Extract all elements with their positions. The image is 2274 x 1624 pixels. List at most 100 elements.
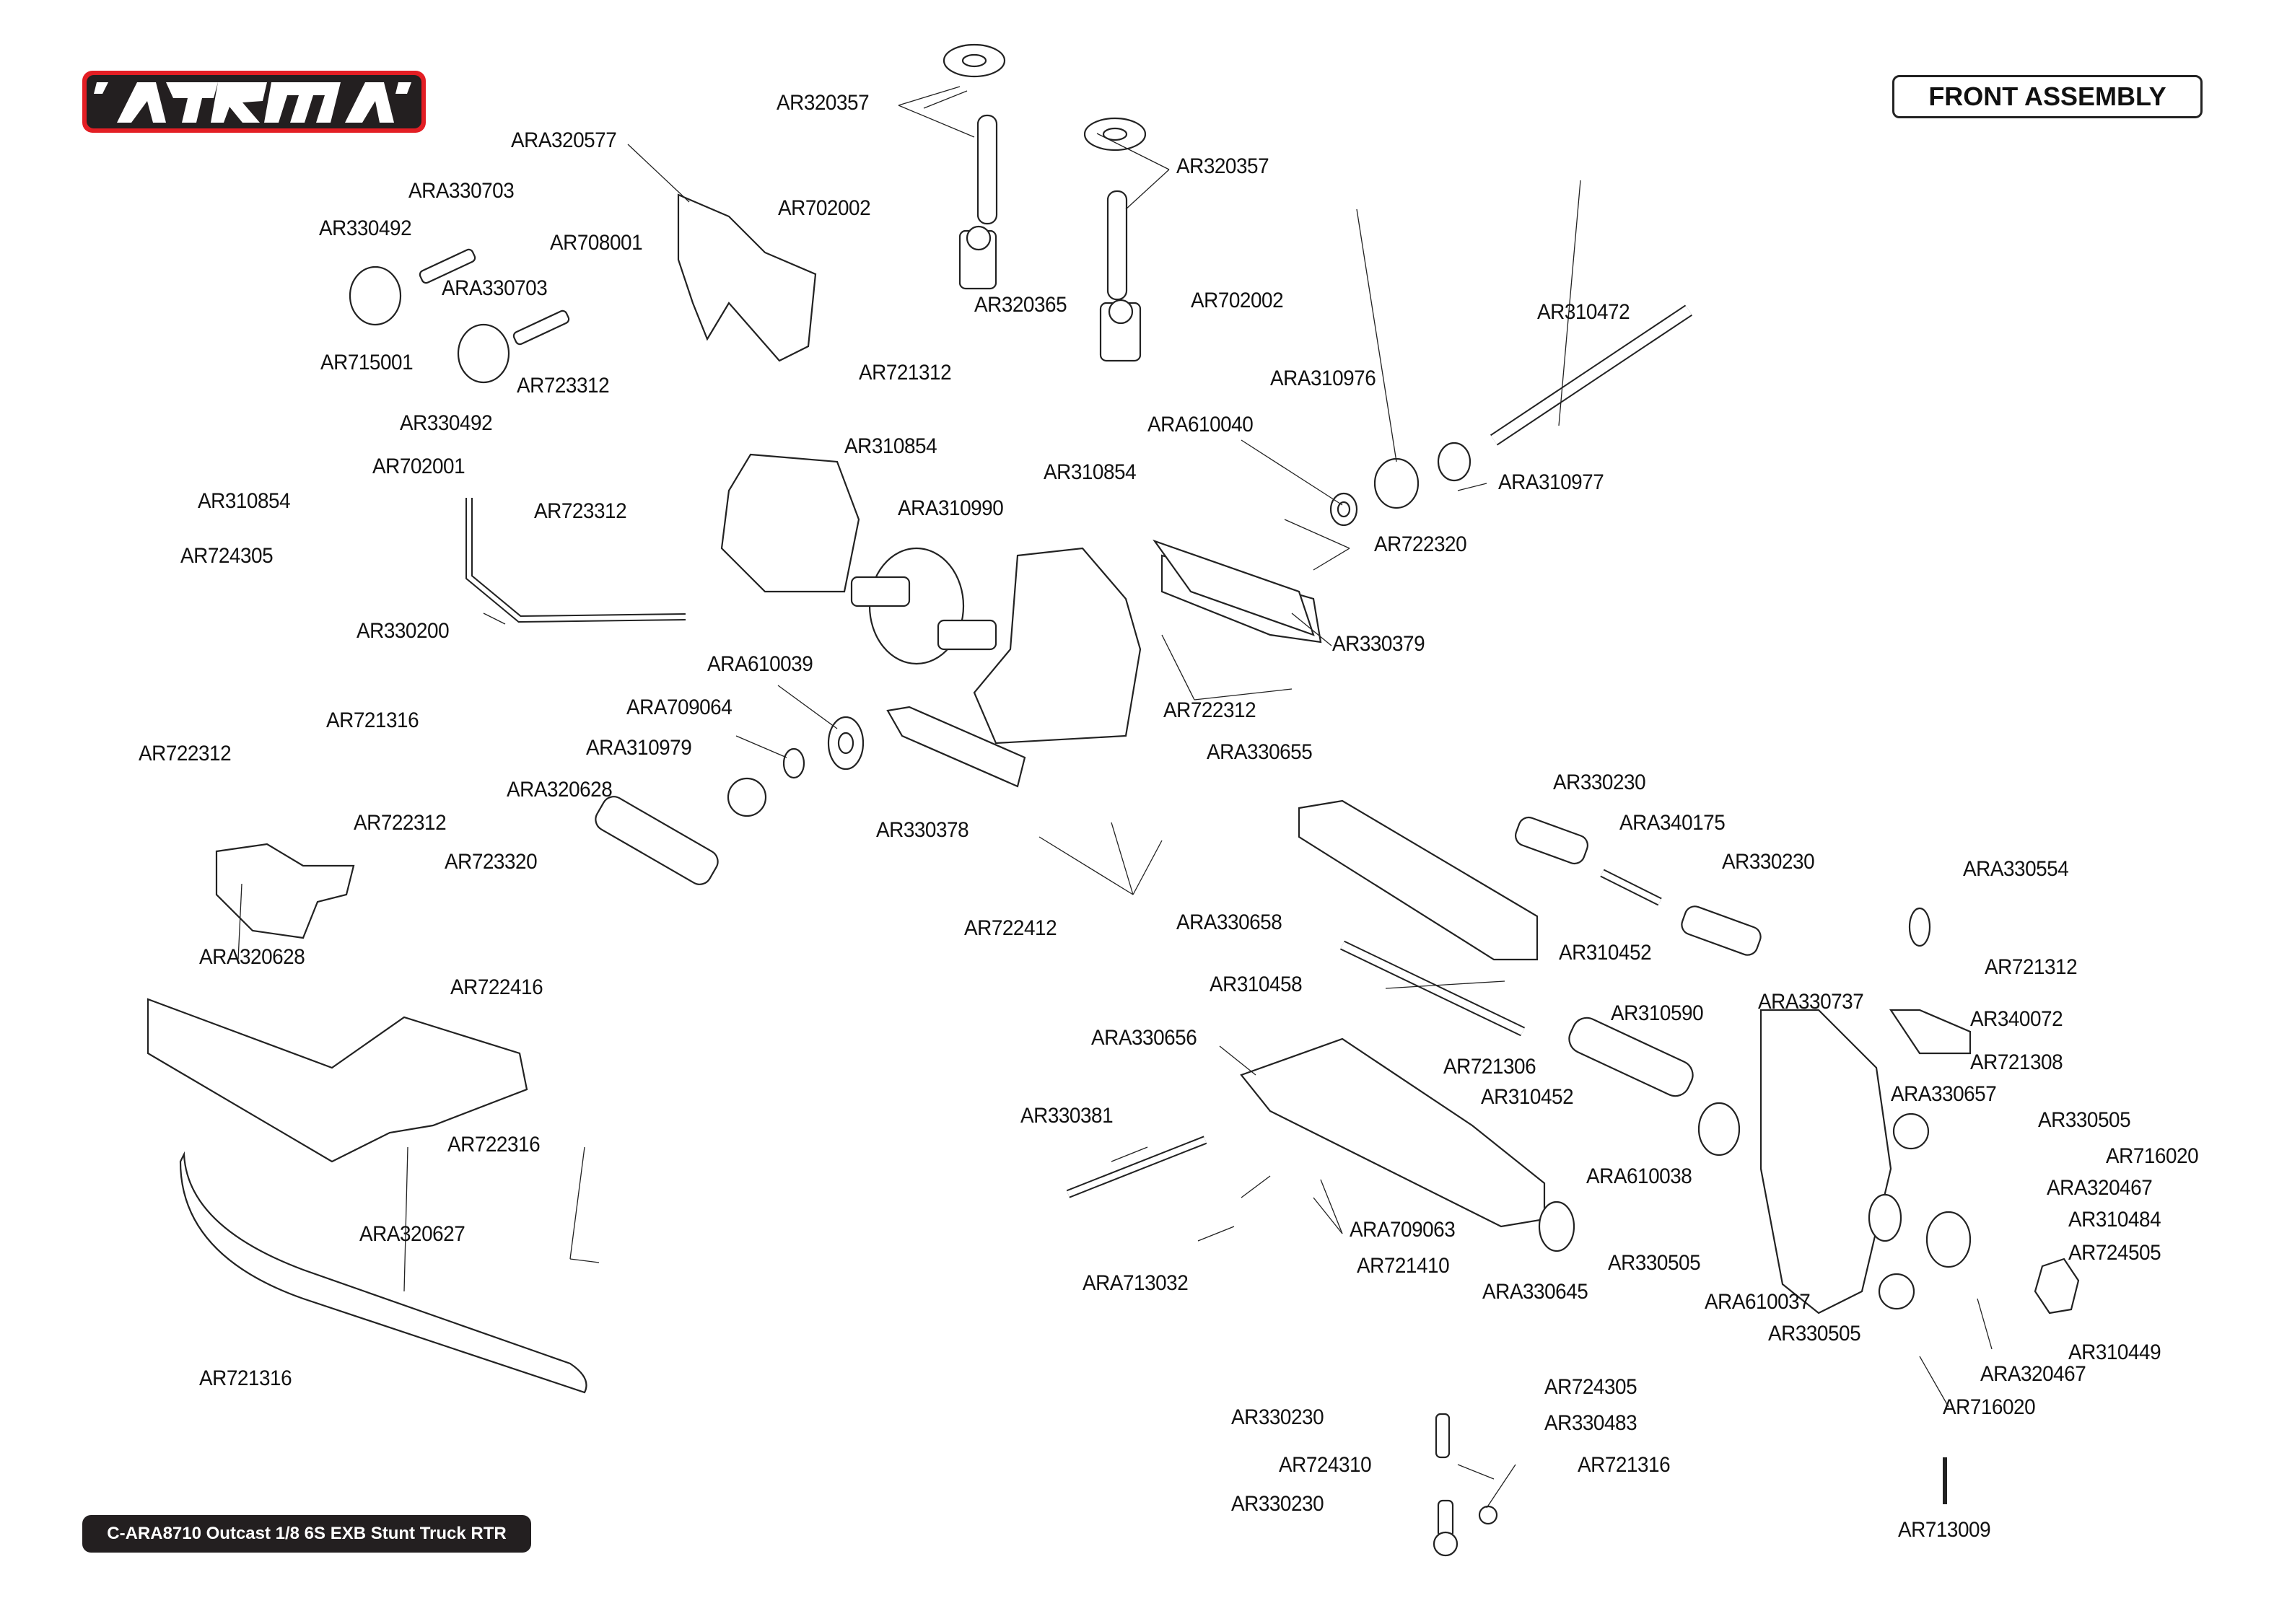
part-label: AR330381 [1020, 1104, 1114, 1128]
part-label: AR330492 [319, 216, 412, 240]
part-label: AR721312 [859, 361, 952, 385]
part-label: AR722312 [354, 811, 447, 835]
bearing-4 [1538, 1201, 1575, 1252]
part-label: AR330378 [876, 818, 969, 842]
part-label: AR702002 [778, 196, 871, 220]
part-label: ARA610037 [1705, 1290, 1811, 1314]
part-label: AR724310 [1279, 1453, 1372, 1477]
part-label: ARA310976 [1270, 367, 1376, 390]
part-label: ARA330737 [1758, 990, 1864, 1014]
part-label: AR330230 [1231, 1405, 1324, 1429]
part-label: AR723312 [534, 499, 627, 523]
ball-stud-3 [1908, 907, 1931, 947]
part-label: AR330505 [1608, 1251, 1701, 1275]
outdrive-cup [1373, 457, 1420, 509]
part-label: ARA330655 [1207, 740, 1313, 764]
ball-1 [1892, 1112, 1930, 1150]
part-label: AR724505 [2068, 1241, 2161, 1265]
part-label: AR330200 [357, 619, 450, 643]
body-mount-clip-2 [1083, 117, 1147, 152]
bulkhead [973, 547, 1142, 745]
part-label: AR330379 [1332, 632, 1425, 656]
part-label: AR310854 [1044, 460, 1137, 484]
front-driveshaft [1339, 940, 1526, 1037]
part-label: AR721410 [1357, 1254, 1450, 1278]
steering-knuckle [1759, 1009, 1892, 1314]
part-label: AR330483 [1544, 1411, 1637, 1435]
part-label: ARA610038 [1586, 1164, 1692, 1188]
part-label: AR330505 [1768, 1322, 1861, 1346]
mount-block-2 [457, 323, 510, 384]
arrma-logo [82, 71, 426, 133]
part-label: AR716020 [2106, 1144, 2199, 1168]
part-label: ARA330645 [1482, 1280, 1588, 1304]
servo-horn-block [595, 796, 719, 885]
part-label: AR310452 [1559, 941, 1652, 965]
bearing-2 [827, 716, 865, 771]
post-mount-1 [958, 225, 997, 290]
steering-arm [1889, 1009, 1972, 1055]
body-mount-clip-1 [943, 43, 1006, 78]
hinge-pin [1066, 1136, 1207, 1198]
center-driveshaft [1490, 304, 1692, 446]
part-label: AR310854 [198, 489, 291, 513]
part-label: AR340072 [1970, 1007, 2063, 1031]
part-label: AR723320 [445, 850, 538, 874]
part-label: AR722312 [139, 742, 232, 765]
part-label: AR721308 [1970, 1050, 2063, 1074]
part-label: AR721316 [326, 708, 419, 732]
part-label: ARA713032 [1083, 1271, 1189, 1295]
hex-nut [2034, 1257, 2080, 1314]
sway-bar [465, 498, 686, 623]
part-label: AR724305 [1544, 1375, 1637, 1399]
lower-arm [1240, 1037, 1546, 1228]
part-label: AR320357 [1176, 154, 1269, 178]
turnbuckle [1600, 869, 1662, 906]
part-label: ARA320628 [507, 778, 613, 802]
hinge-brace [1153, 539, 1315, 636]
hex-hub [1925, 1211, 1972, 1268]
part-label: ARA320467 [2047, 1176, 2153, 1200]
part-label: ARA320577 [511, 128, 617, 152]
axle [1568, 1017, 1694, 1097]
part-label: ARA330656 [1091, 1026, 1197, 1050]
bearing-5 [1868, 1193, 1902, 1242]
shock-tower [677, 193, 817, 362]
part-label: ARA330658 [1176, 910, 1282, 934]
rod-end-3 [1435, 1413, 1451, 1459]
part-label: AR320357 [777, 91, 870, 115]
outdrive [1437, 442, 1471, 482]
body-post-1 [976, 114, 998, 225]
part-label: ARA320627 [359, 1222, 465, 1246]
diff-cover [720, 453, 860, 593]
part-label: AR702001 [372, 455, 465, 478]
part-label: ARA310979 [586, 736, 692, 760]
part-label: AR721316 [199, 1366, 292, 1390]
part-label: AR310452 [1481, 1085, 1574, 1109]
hinge-pin-brace [886, 706, 1026, 788]
model-name: C-ARA8710 Outcast 1/8 6S EXB Stunt Truck… [107, 1524, 507, 1543]
part-label: ARA320467 [1980, 1362, 2086, 1386]
camber-block [215, 843, 355, 939]
part-label: ARA310977 [1498, 470, 1604, 494]
rod-end-4 [1433, 1499, 1459, 1557]
part-label: AR721316 [1578, 1453, 1671, 1477]
bumper-mount [147, 998, 528, 1163]
part-label: ARA330703 [442, 276, 548, 300]
part-label: AR708001 [550, 231, 643, 255]
shim [782, 747, 805, 779]
leader-lines [237, 86, 1993, 1509]
part-label: AR713009 [1898, 1518, 1991, 1542]
rod-end-1 [1515, 816, 1588, 865]
bumper [179, 1151, 587, 1394]
part-label: ARA709063 [1350, 1218, 1456, 1242]
part-label: ARA610039 [707, 652, 813, 676]
part-label: AR310854 [844, 434, 937, 458]
bearing-1 [1329, 492, 1358, 527]
pinion-gear [727, 777, 767, 817]
part-label: ARA340175 [1619, 811, 1726, 835]
part-label: AR330230 [1722, 850, 1815, 874]
part-label: AR310484 [2068, 1208, 2161, 1232]
upper-arm [1298, 799, 1539, 961]
